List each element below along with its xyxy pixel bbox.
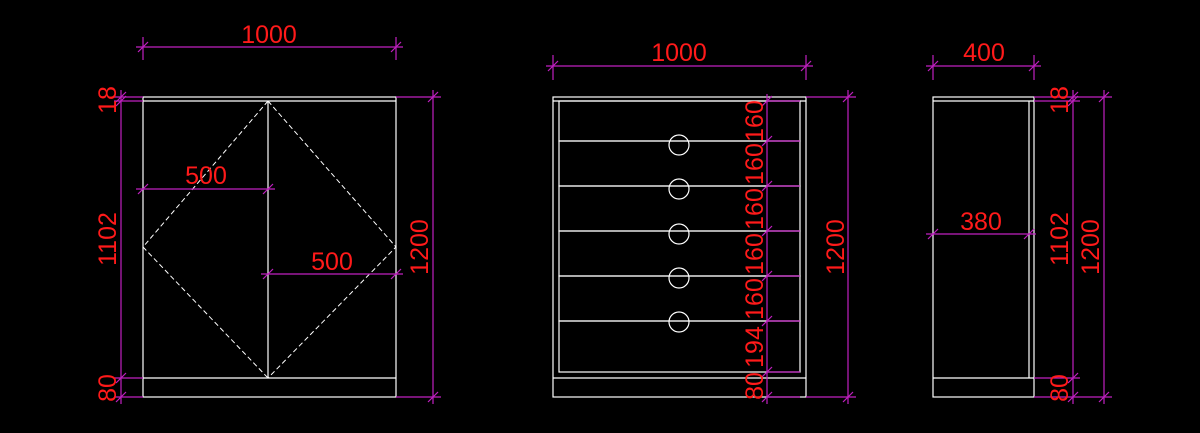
front-base-height-label: 80 bbox=[94, 374, 122, 402]
front-half-width-upper-label: 500 bbox=[185, 162, 227, 190]
side-base-height-label: 80 bbox=[1046, 374, 1074, 402]
drawer-4-height-label: 160 bbox=[741, 233, 769, 275]
drawer-width-label: 1000 bbox=[651, 39, 707, 67]
side-top-height-label: 18 bbox=[1046, 86, 1074, 114]
front-view: 1000 500 500 18 1102 80 bbox=[94, 21, 441, 404]
drawer-total-height-dimension bbox=[806, 90, 856, 404]
side-depth-dimension bbox=[926, 55, 1041, 80]
side-inner-depth-label: 380 bbox=[960, 208, 1002, 236]
drawer-front-6 bbox=[558, 320, 801, 373]
drawer-handle-5 bbox=[668, 311, 690, 333]
right-door-hinge-mark bbox=[267, 100, 397, 379]
front-outline bbox=[142, 96, 397, 398]
side-depth-label: 400 bbox=[963, 39, 1005, 67]
side-view: 400 380 18 1102 80 1200 bbox=[926, 39, 1112, 404]
drawer-1-height-label: 160 bbox=[741, 100, 769, 142]
front-body-height-label: 1102 bbox=[94, 212, 122, 266]
drawer-height-chain-dimension bbox=[761, 94, 800, 404]
front-total-height-label: 1200 bbox=[406, 219, 434, 275]
front-half-width-lower-dimension bbox=[261, 268, 403, 280]
front-top-height-label: 18 bbox=[94, 86, 122, 114]
side-inner-depth-dimension bbox=[926, 228, 1036, 240]
front-height-chain-dimension bbox=[114, 90, 143, 404]
front-width-dimension bbox=[136, 37, 403, 60]
drawer-handle-1 bbox=[668, 134, 690, 156]
drawer-width-dimension bbox=[546, 55, 813, 80]
drawer-3-height-label: 160 bbox=[741, 188, 769, 230]
drawer-5-height-label: 160 bbox=[741, 278, 769, 320]
drawer-total-height-label: 1200 bbox=[822, 219, 850, 275]
side-total-height-label: 1200 bbox=[1077, 219, 1105, 275]
drawer-base-height-label: 80 bbox=[741, 372, 769, 400]
front-total-height-dimension bbox=[396, 90, 441, 404]
drawer-6-height-label: 194 bbox=[741, 326, 769, 368]
drawer-2-height-label: 160 bbox=[741, 143, 769, 185]
drawer-view: 1000 160 160 160 160 160 194 80 bbox=[546, 39, 856, 404]
side-outline bbox=[932, 96, 1035, 398]
front-half-width-upper-dimension bbox=[136, 183, 275, 195]
side-body-height-label: 1102 bbox=[1046, 212, 1074, 266]
drawer-handle-2 bbox=[668, 178, 690, 200]
front-half-width-lower-label: 500 bbox=[311, 248, 353, 276]
side-total-height-dimension bbox=[1080, 90, 1112, 404]
drawer-handle-4 bbox=[668, 267, 690, 289]
side-height-chain-dimension bbox=[1034, 90, 1080, 404]
drawer-cabinet-outline bbox=[552, 96, 807, 398]
front-width-label: 1000 bbox=[241, 21, 297, 49]
left-door-hinge-mark bbox=[142, 100, 269, 379]
drawer-handle-3 bbox=[668, 223, 690, 245]
